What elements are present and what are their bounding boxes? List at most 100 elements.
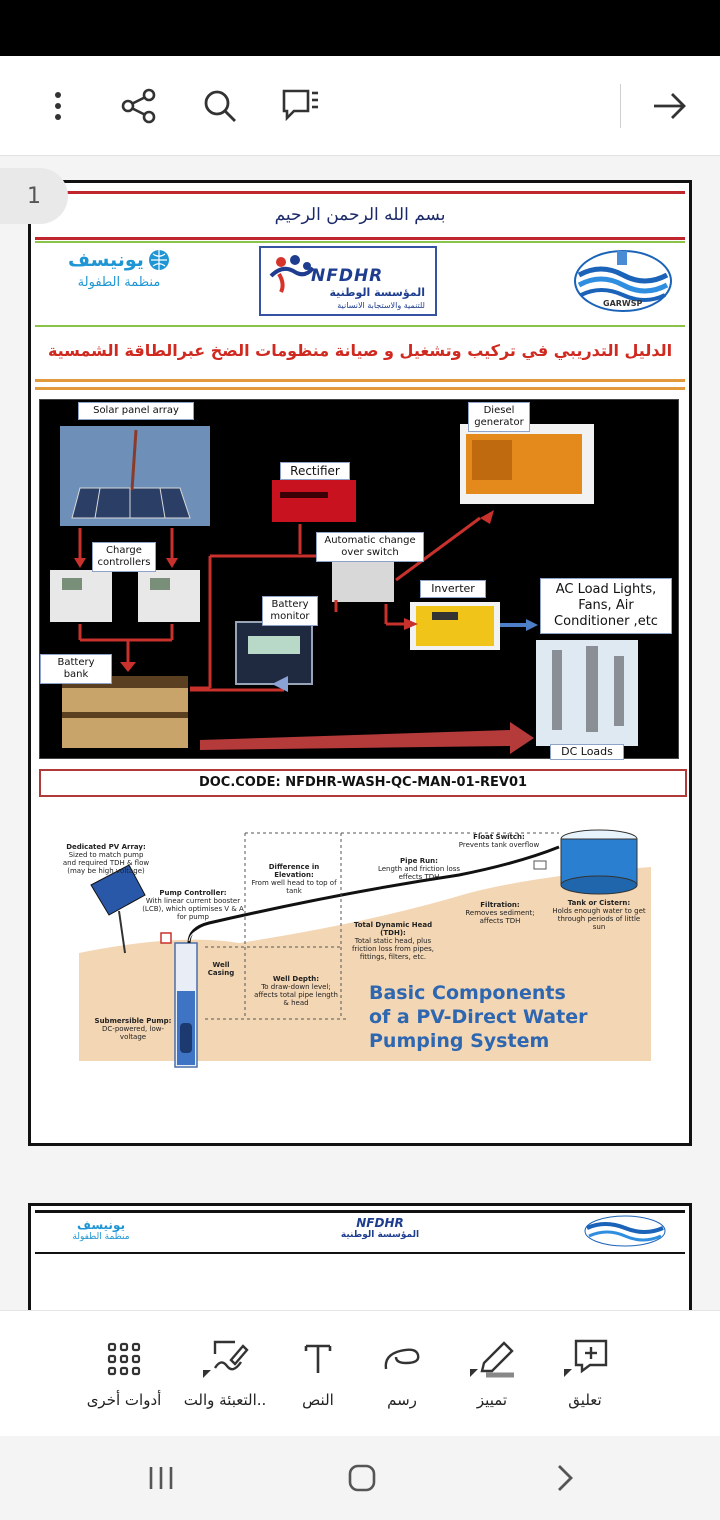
share-icon[interactable] [117,84,161,128]
tool-draw[interactable]: رسم [357,1339,447,1409]
basmala: بسم الله الرحمن الرحيم [274,205,446,225]
hybrid-power-diagram: Solar panel array Charge controllers Bat… [39,399,679,760]
pipe-run-annotation: Pipe Run:Length and friction loss effect… [369,857,469,881]
pv-title-line-2: of a PV-Direct Water [369,1006,588,1028]
page2-header-line [35,1252,685,1254]
well-depth-annotation: Well Depth:To draw-down level; affects t… [251,975,341,1007]
nfdhr-name: المؤسسة الوطنية [329,286,426,299]
orange-line-2 [35,387,685,390]
page-number-badge: 1 [0,168,68,224]
tool-more-tools-label: أدوات أخرى [86,1391,162,1409]
pv-title-line-3: Pumping System [369,1030,550,1052]
elevation-title: Difference in Elevation: [268,863,320,879]
tool-draw-label: رسم [387,1391,417,1409]
search-icon[interactable] [198,84,242,128]
label-automatic-changeover: Automatic change over switch [316,532,424,562]
label-charge-controllers: Charge controllers [92,542,156,572]
tdh-annotation: Total Dynamic Head (TDH):Total static he… [345,921,441,961]
label-diesel-generator: Diesel generator [468,402,530,432]
label-battery-bank: Battery bank [40,654,112,684]
tank-annotation: Tank or Cistern:Holds enough water to ge… [551,899,647,931]
tank-title: Tank or Cistern: [567,899,631,907]
document-title: الدليل التدريبي في تركيب وتشغيل و صيانة … [47,341,673,360]
page2-unicef-subtitle: منظمة الطفولة [72,1232,130,1242]
submersible-pump-text: DC-powered, low-voltage [102,1025,164,1041]
page2-unicef-logo: يونيسف منظمة الطفولة [61,1218,141,1242]
more-vertical-icon[interactable] [36,84,80,128]
elevation-text: From well head to top of tank [251,879,337,895]
recent-apps-icon[interactable] [141,1462,181,1494]
pv-water-pumping-figure: Dedicated PV Array:Sized to match pump a… [39,803,687,1143]
comment-list-icon[interactable] [278,84,322,128]
tool-highlight[interactable]: تمييز [447,1339,537,1409]
arrow-right-icon[interactable] [648,84,692,128]
unicef-name: يونيسف [68,249,144,271]
submersible-pump-title: Submersible Pump: [94,1017,172,1025]
tdh-text: Total static head, plus friction loss fr… [351,937,435,961]
status-bar [0,0,720,56]
top-toolbar [0,56,720,156]
page2-nfdhr-logo: NFDHR المؤسسة الوطنية [325,1216,435,1240]
globe-icon [148,250,169,270]
page2-unicef-name: يونيسف [77,1218,125,1232]
highlight-icon [447,1339,537,1379]
header-red-line [35,191,685,194]
pump-controller-title: Pump Controller: [159,889,227,897]
label-dc-loads: DC Loads [550,744,624,760]
tool-comment[interactable]: تعليق [540,1339,630,1409]
pipe-run-title: Pipe Run: [400,857,438,865]
tdh-title: Total Dynamic Head (TDH): [353,921,433,937]
system-nav-bar [0,1436,720,1520]
submersible-pump-annotation: Submersible Pump:DC-powered, low-voltage [91,1017,175,1041]
header-red-line-2 [35,237,685,240]
page2-nfdhr-name: المؤسسة الوطنية [340,1230,420,1240]
filtration-text: Removes sediment; affects TDH [465,909,535,925]
pump-controller-annotation: Pump Controller:With linear current boos… [139,889,247,921]
tool-fill-sign[interactable]: التعبئة والت.. [180,1339,270,1409]
float-switch-annotation: Float Switch:Prevents tank overflow [449,833,549,849]
home-icon[interactable] [342,1462,382,1494]
tool-more-tools[interactable]: أدوات أخرى [79,1339,169,1409]
page2-top-line [35,1210,685,1213]
nfdhr-figures-icon [269,255,315,293]
pump-controller-text: With linear current booster (LCB), which… [142,897,244,921]
tool-fill-sign-label: التعبئة والت.. [183,1391,267,1409]
label-rectifier: Rectifier [280,462,350,480]
pv-array-text: Sized to match pump and required TDH & f… [62,851,150,875]
label-inverter: Inverter [420,580,486,598]
page2-nfdhr-acronym: NFDHR [356,1216,404,1230]
add-comment-icon [540,1339,630,1379]
back-icon[interactable] [545,1462,585,1494]
pv-array-annotation: Dedicated PV Array:Sized to match pump a… [61,843,151,875]
nfdhr-acronym: NFDHR [311,266,384,286]
green-line [35,325,685,327]
nfdhr-subtitle: للتنمية والاستجابة الانسانية [337,301,425,310]
document-page-1: بسم الله الرحمن الرحيم يونيسف منظمة الطف… [28,180,692,1146]
tool-text[interactable]: النص [273,1339,363,1409]
text-icon [273,1339,363,1379]
tool-comment-label: تعليق [568,1391,602,1409]
elevation-annotation: Difference in Elevation:From well head t… [249,863,339,895]
float-switch-title: Float Switch: [473,833,525,841]
filtration-annotation: Filtration:Removes sediment; affects TDH [459,901,541,925]
garwsp-logo: GARWSP [571,245,675,315]
label-ac-load: AC Load Lights, Fans, Air Conditioner ,e… [540,578,672,634]
label-battery-monitor: Battery monitor [262,596,318,626]
tool-text-label: النص [302,1391,334,1409]
page2-garwsp-logo [584,1215,666,1247]
toolbar-divider [620,84,621,128]
draw-icon [357,1339,447,1379]
pv-title-line-1: Basic Components [369,982,566,1004]
float-switch-text: Prevents tank overflow [458,841,540,849]
tool-highlight-label: تمييز [476,1391,508,1409]
nfdhr-logo: NFDHR المؤسسة الوطنية للتنمية والاستجابة… [259,246,437,316]
label-solar-panel-array: Solar panel array [78,402,194,420]
grid-icon [79,1339,169,1379]
well-depth-title: Well Depth: [272,975,320,983]
well-depth-text: To draw-down level; affects total pipe l… [254,983,338,1007]
fill-sign-icon [180,1339,270,1379]
well-casing-title: Well Casing [207,961,235,977]
pipe-run-text: Length and friction loss effects TDH [377,865,461,881]
well-casing-annotation: Well Casing [201,961,241,977]
unicef-subtitle: منظمة الطفولة [77,275,161,290]
